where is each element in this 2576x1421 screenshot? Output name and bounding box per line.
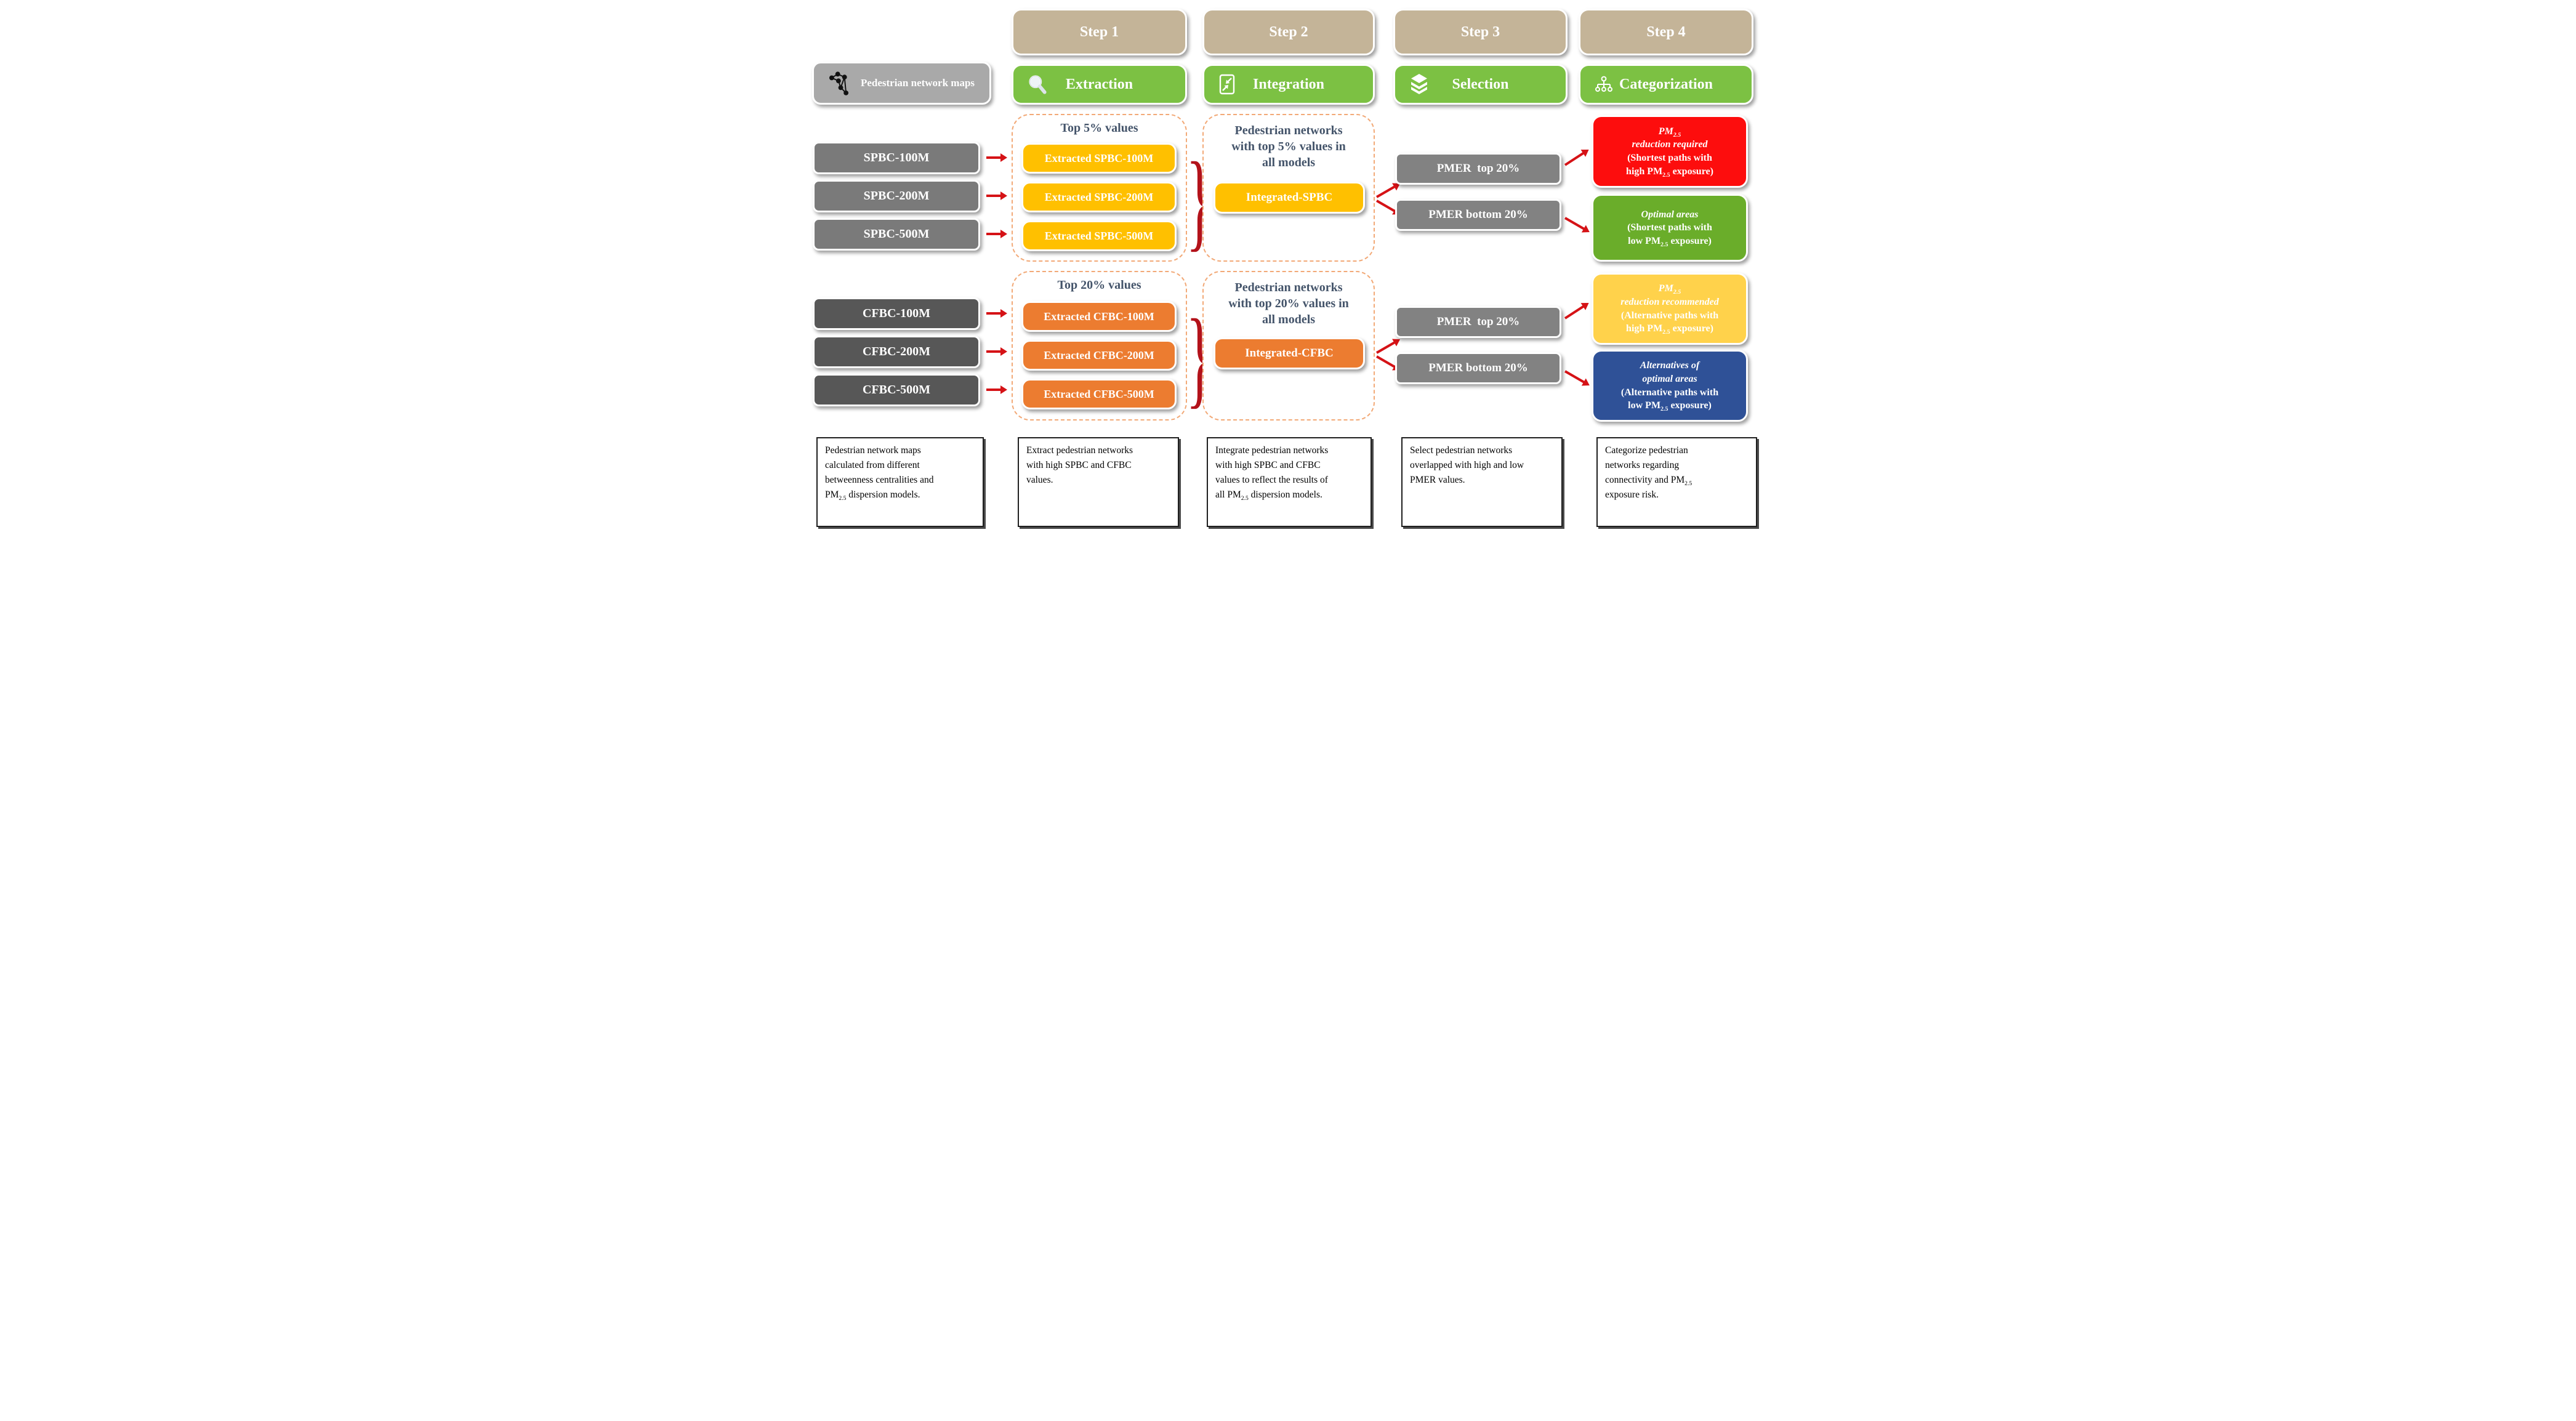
pmer-bottom-20-cfbc-label: PMER bottom 20% bbox=[1428, 361, 1528, 374]
arrow-down-right-icon bbox=[1564, 370, 1585, 384]
output-title: Alternatives of optimal areas bbox=[1640, 360, 1700, 384]
step3-header-label: Step 3 bbox=[1460, 23, 1500, 40]
integration-cfbc-group-title: Pedestrian networks with top 20% values … bbox=[1228, 281, 1349, 326]
input-spbc-200m: SPBC-200M bbox=[813, 180, 980, 212]
action-selection-label: Selection bbox=[1452, 76, 1509, 92]
input-spbc-200m-label: SPBC-200M bbox=[863, 189, 930, 203]
output-pm25-reduction-recommended: PM2.5 reduction recommended (Alternative… bbox=[1592, 273, 1748, 345]
pmer-top-20-spbc-label: PMER top 20% bbox=[1436, 162, 1520, 175]
extracted-cfbc-500m-label: Extracted CFBC-500M bbox=[1044, 387, 1154, 400]
extraction-spbc-group: Top 5% values Extracted SPBC-100M Extrac… bbox=[1012, 114, 1187, 262]
extraction-cfbc-group: Top 20% values Extracted CFBC-100M Extra… bbox=[1012, 271, 1187, 421]
extracted-spbc-500m: Extracted SPBC-500M bbox=[1021, 220, 1177, 251]
arrow-down-right-icon bbox=[1376, 355, 1396, 368]
extracted-cfbc-100m-label: Extracted CFBC-100M bbox=[1044, 310, 1154, 323]
input-spbc-100m: SPBC-100M bbox=[813, 142, 980, 174]
input-spbc-100m-label: SPBC-100M bbox=[863, 151, 930, 164]
extracted-cfbc-200m-label: Extracted CFBC-200M bbox=[1044, 348, 1154, 361]
action-integration: Integration bbox=[1202, 64, 1375, 105]
action-extraction: Extraction bbox=[1012, 64, 1187, 105]
arrow-down-right-icon bbox=[1376, 199, 1396, 212]
integrated-spbc-label: Integrated-SPBC bbox=[1246, 191, 1333, 204]
action-categorization-label: Categorization bbox=[1619, 76, 1713, 92]
output-detail: (Shortest paths with low PM2.5 exposure) bbox=[1627, 222, 1712, 248]
input-cfbc-200m-label: CFBC-200M bbox=[863, 345, 930, 358]
action-categorization: Categorization bbox=[1579, 64, 1753, 105]
integrated-spbc: Integrated-SPBC bbox=[1214, 182, 1365, 214]
layers-icon bbox=[1409, 73, 1430, 95]
extraction-cfbc-group-title: Top 20% values bbox=[1057, 278, 1141, 292]
integrated-cfbc: Integrated-CFBC bbox=[1214, 337, 1365, 369]
action-selection: Selection bbox=[1393, 64, 1568, 105]
output-title: Optimal areas bbox=[1641, 209, 1699, 220]
step1-header-label: Step 1 bbox=[1079, 23, 1119, 40]
output-title: PM2.5 reduction required bbox=[1632, 126, 1708, 150]
step2-header: Step 2 bbox=[1202, 9, 1375, 55]
merge-arrows-icon bbox=[1218, 74, 1238, 95]
extraction-spbc-group-title: Top 5% values bbox=[1060, 121, 1138, 135]
footnote-categorization: Categorize pedestrian networks regarding… bbox=[1596, 437, 1757, 527]
integration-spbc-group: Pedestrian networks with top 5% values i… bbox=[1202, 114, 1375, 262]
output-detail: (Shortest paths with high PM2.5 exposure… bbox=[1626, 153, 1713, 179]
arrow-right-icon bbox=[986, 233, 1001, 235]
input-column-header: Pedestrian network maps bbox=[812, 62, 991, 105]
integration-spbc-group-title: Pedestrian networks with top 5% values i… bbox=[1231, 124, 1346, 169]
magnifier-icon bbox=[1027, 74, 1048, 95]
pmer-top-20-cfbc-label: PMER top 20% bbox=[1436, 315, 1520, 328]
input-column-header-label: Pedestrian network maps bbox=[860, 77, 975, 89]
footnote-selection: Select pedestrian networks overlapped wi… bbox=[1401, 437, 1563, 527]
hierarchy-icon bbox=[1594, 76, 1614, 93]
extracted-cfbc-500m: Extracted CFBC-500M bbox=[1021, 379, 1177, 409]
pmer-top-20-cfbc: PMER top 20% bbox=[1395, 306, 1561, 338]
extracted-spbc-200m-label: Extracted SPBC-200M bbox=[1044, 190, 1154, 203]
footnote-inputs: Pedestrian network maps calculated from … bbox=[816, 437, 984, 527]
extracted-spbc-100m: Extracted SPBC-100M bbox=[1021, 143, 1177, 174]
pmer-top-20-spbc: PMER top 20% bbox=[1395, 153, 1561, 185]
arrow-up-right-icon bbox=[1564, 305, 1585, 320]
arrow-right-icon bbox=[986, 388, 1001, 391]
input-spbc-500m: SPBC-500M bbox=[813, 218, 980, 251]
arrow-right-icon bbox=[986, 195, 1001, 197]
methodology-flow-diagram: Step 1 Step 2 Step 3 Step 4 Extraction bbox=[805, 0, 1771, 533]
integrated-cfbc-label: Integrated-CFBC bbox=[1245, 347, 1334, 360]
extracted-cfbc-200m: Extracted CFBC-200M bbox=[1021, 340, 1177, 371]
pmer-bottom-20-cfbc: PMER bottom 20% bbox=[1395, 352, 1561, 384]
step1-header: Step 1 bbox=[1012, 9, 1187, 55]
arrow-up-right-icon bbox=[1564, 151, 1585, 166]
step4-header-label: Step 4 bbox=[1646, 23, 1686, 40]
input-cfbc-100m-label: CFBC-100M bbox=[863, 307, 930, 320]
action-extraction-label: Extraction bbox=[1065, 76, 1133, 92]
footnote-extraction: Extract pedestrian networks with high SP… bbox=[1018, 437, 1179, 527]
output-alternatives-of-optimal-areas: Alternatives of optimal areas (Alternati… bbox=[1592, 350, 1748, 422]
footnote-integration: Integrate pedestrian networks with high … bbox=[1207, 437, 1372, 527]
extracted-cfbc-100m: Extracted CFBC-100M bbox=[1021, 301, 1177, 332]
action-integration-label: Integration bbox=[1253, 76, 1324, 92]
extracted-spbc-200m: Extracted SPBC-200M bbox=[1021, 182, 1177, 212]
output-optimal-areas: Optimal areas (Shortest paths with low P… bbox=[1592, 194, 1748, 262]
integration-cfbc-group: Pedestrian networks with top 20% values … bbox=[1202, 271, 1375, 421]
arrow-right-icon bbox=[986, 350, 1001, 353]
arrow-up-right-icon bbox=[1376, 185, 1396, 198]
step2-header-label: Step 2 bbox=[1269, 23, 1308, 40]
pmer-bottom-20-spbc-label: PMER bottom 20% bbox=[1428, 208, 1528, 221]
input-cfbc-500m-label: CFBC-500M bbox=[863, 383, 930, 397]
step4-header: Step 4 bbox=[1579, 9, 1753, 55]
input-spbc-500m-label: SPBC-500M bbox=[863, 227, 930, 241]
output-pm25-reduction-required: PM2.5 reduction required (Shortest paths… bbox=[1592, 115, 1748, 188]
arrow-right-icon bbox=[986, 156, 1001, 159]
pmer-bottom-20-spbc: PMER bottom 20% bbox=[1395, 199, 1561, 231]
output-detail: (Alternative paths with low PM2.5 exposu… bbox=[1620, 387, 1719, 413]
output-detail: (Alternative paths with high PM2.5 expos… bbox=[1620, 310, 1719, 336]
input-cfbc-200m: CFBC-200M bbox=[813, 336, 980, 368]
extracted-spbc-100m-label: Extracted SPBC-100M bbox=[1044, 151, 1154, 164]
arrow-up-right-icon bbox=[1376, 341, 1396, 354]
network-graph-icon bbox=[829, 70, 856, 97]
extracted-spbc-500m-label: Extracted SPBC-500M bbox=[1044, 229, 1154, 242]
input-cfbc-500m: CFBC-500M bbox=[813, 374, 980, 406]
arrow-right-icon bbox=[986, 312, 1001, 315]
arrow-down-right-icon bbox=[1564, 217, 1585, 230]
step3-header: Step 3 bbox=[1393, 9, 1568, 55]
input-cfbc-100m: CFBC-100M bbox=[813, 297, 980, 330]
output-title: PM2.5 reduction recommended bbox=[1620, 283, 1719, 307]
